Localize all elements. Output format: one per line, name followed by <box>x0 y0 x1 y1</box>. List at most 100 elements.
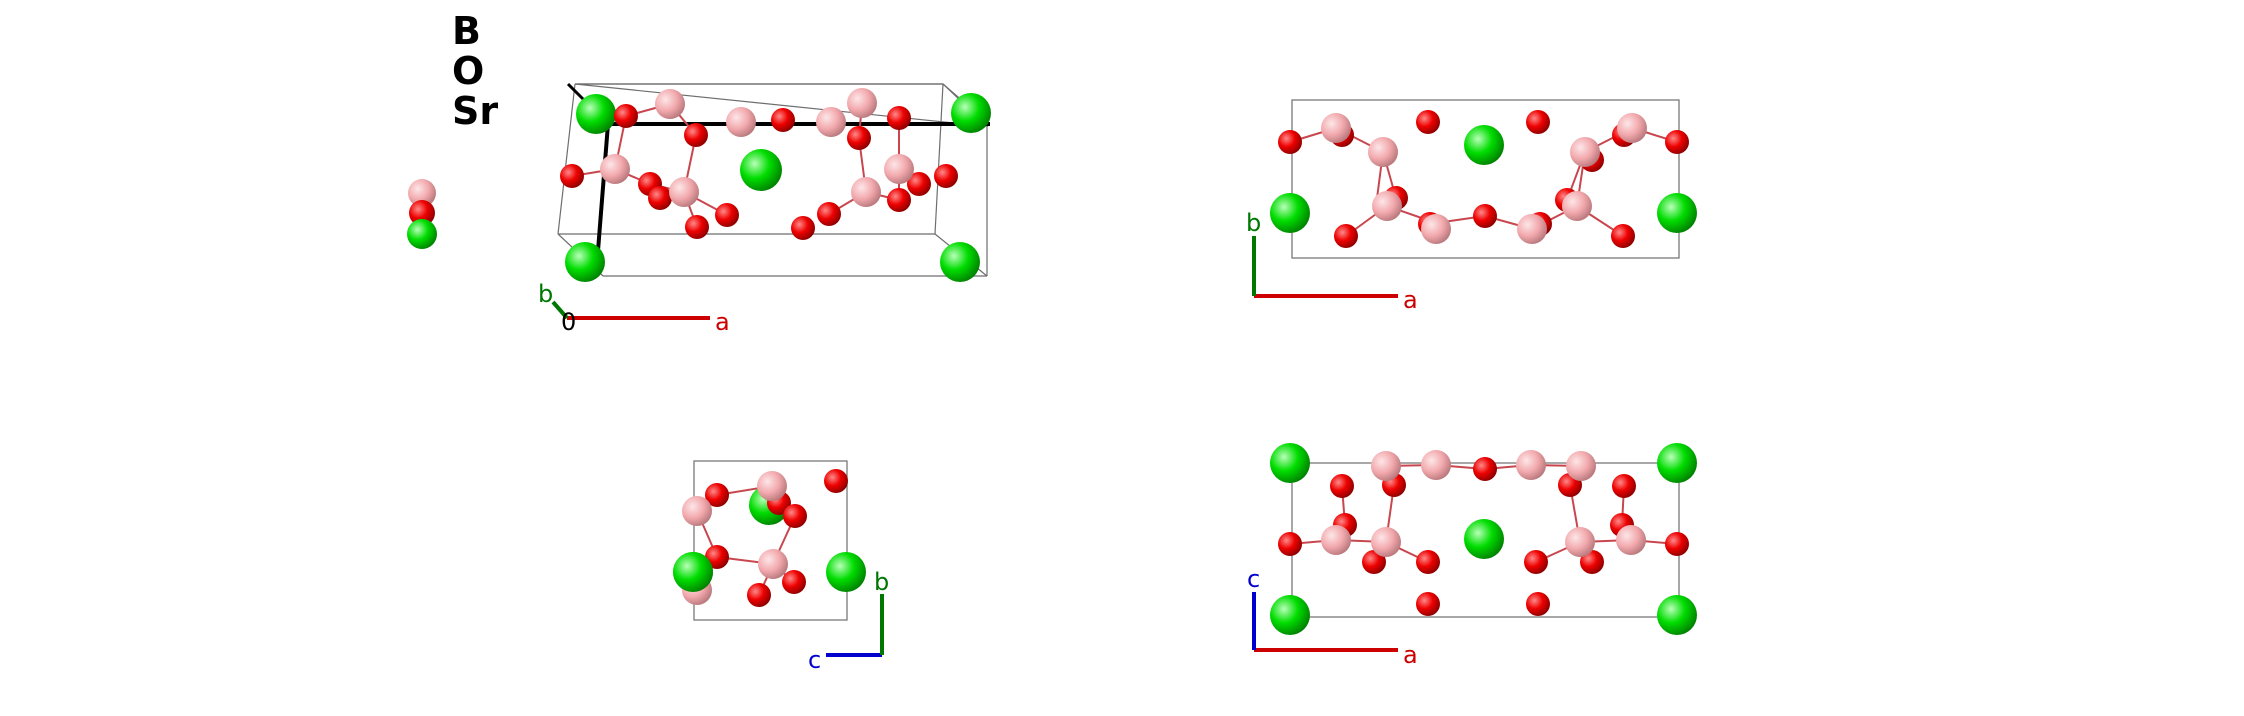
o-atom <box>1526 592 1550 616</box>
o-atom <box>1665 532 1689 556</box>
b-atom <box>600 154 630 184</box>
sr-atom <box>1270 193 1310 233</box>
o-atom <box>1473 204 1497 228</box>
sr-atom <box>826 552 866 592</box>
o-atom <box>783 504 807 528</box>
o-atom <box>747 583 771 607</box>
o-atom <box>1330 474 1354 498</box>
o-atom <box>1611 224 1635 248</box>
element-legend: B O Sr <box>407 9 498 249</box>
legend-swatch-b <box>408 179 436 207</box>
b-atom <box>758 549 788 579</box>
o-atom <box>791 216 815 240</box>
o-atom <box>1665 130 1689 154</box>
o-atom <box>1612 474 1636 498</box>
cb-plane-view: c b <box>673 460 889 674</box>
legend-swatch-sr <box>407 219 437 249</box>
sr-atom <box>1464 519 1504 559</box>
legend-label-b: B <box>452 9 481 53</box>
sr-atom <box>1270 443 1310 483</box>
axis-a-label: a <box>1403 286 1418 314</box>
b-atom <box>851 177 881 207</box>
sr-atom <box>740 149 782 191</box>
axis-origin-label: 0 <box>561 308 576 336</box>
o-atom <box>907 172 931 196</box>
axis-b-line <box>551 300 569 320</box>
b-atom <box>1516 450 1546 480</box>
o-atom <box>705 545 729 569</box>
axis-b-label: b <box>1246 209 1261 237</box>
o-atom <box>1278 532 1302 556</box>
orientation-axes: a b 0 <box>538 280 730 336</box>
ac-plane-view: a c <box>1247 443 1697 669</box>
o-atom <box>782 570 806 594</box>
b-atom <box>1421 450 1451 480</box>
b-atom <box>1372 191 1402 221</box>
sr-atom <box>1464 125 1504 165</box>
b-atom <box>1368 137 1398 167</box>
o-atom <box>705 483 729 507</box>
o-atom <box>715 203 739 227</box>
o-atom <box>1580 550 1604 574</box>
perspective-view: a b 0 <box>538 82 991 336</box>
b-atom <box>757 471 787 501</box>
b-atom <box>816 107 846 137</box>
o-atom <box>1362 550 1386 574</box>
b-atom <box>726 107 756 137</box>
orientation-axes: a c <box>1247 565 1418 669</box>
o-atom <box>1416 550 1440 574</box>
o-atom <box>560 164 584 188</box>
atoms <box>673 469 866 607</box>
o-atom <box>1334 224 1358 248</box>
o-atom <box>771 108 795 132</box>
o-atom <box>1524 550 1548 574</box>
b-atom <box>1321 525 1351 555</box>
o-atom <box>887 106 911 130</box>
orientation-axes: c b <box>808 568 889 674</box>
ab-plane-view: a b <box>1246 99 1697 314</box>
unit-cell-outline <box>693 460 848 621</box>
o-atom <box>684 123 708 147</box>
o-atom <box>648 186 672 210</box>
legend-label-o: O <box>452 49 484 93</box>
b-atom <box>1421 214 1451 244</box>
o-atom <box>1473 457 1497 481</box>
o-atom <box>887 188 911 212</box>
b-atom <box>682 496 712 526</box>
o-atom <box>934 164 958 188</box>
sr-atom <box>1657 193 1697 233</box>
legend-label-sr: Sr <box>452 89 498 133</box>
b-atom <box>669 177 699 207</box>
axis-b-label: b <box>874 568 889 596</box>
b-atom <box>1565 527 1595 557</box>
atoms <box>1270 110 1697 248</box>
o-atom <box>685 215 709 239</box>
b-atom <box>1371 451 1401 481</box>
b-atom <box>847 88 877 118</box>
b-atom <box>1617 113 1647 143</box>
o-atom <box>1278 130 1302 154</box>
b-atom <box>1616 525 1646 555</box>
atoms <box>1270 443 1697 635</box>
b-atom <box>1566 451 1596 481</box>
b-atom <box>1371 527 1401 557</box>
b-atom <box>1517 214 1547 244</box>
sr-atom <box>565 242 605 282</box>
axis-c-label: c <box>808 646 821 674</box>
sr-atom <box>576 94 616 134</box>
o-atom <box>614 104 638 128</box>
b-atom <box>1570 137 1600 167</box>
b-atom <box>884 154 914 184</box>
sr-atom <box>940 242 980 282</box>
legend-swatch-o <box>409 200 435 226</box>
sr-atom <box>951 93 991 133</box>
o-atom <box>817 202 841 226</box>
atoms <box>560 88 991 282</box>
axis-b-label: b <box>538 280 553 308</box>
sr-atom <box>1657 595 1697 635</box>
unit-cell-outline <box>1291 99 1680 259</box>
axis-a-label: a <box>1403 641 1418 669</box>
orientation-axes: a b <box>1246 209 1418 314</box>
sr-atom <box>1270 595 1310 635</box>
